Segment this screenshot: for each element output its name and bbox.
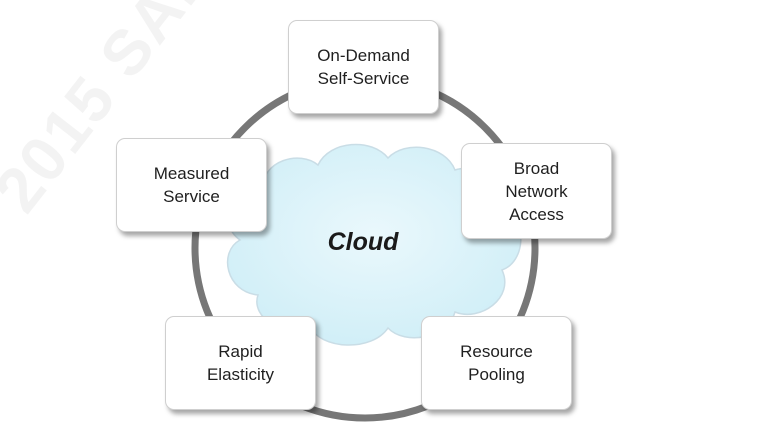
on-demand-self-service-box: On-Demand Self-Service [288,20,439,114]
measured-service-box: Measured Service [116,138,267,232]
cloud-label: Cloud [327,228,399,256]
resource-pooling-box: Resource Pooling [421,316,572,410]
rapid-elasticity-box: Rapid Elasticity [165,316,316,410]
broad-network-access-box: Broad Network Access [461,143,612,239]
cloud-shape [226,143,522,346]
